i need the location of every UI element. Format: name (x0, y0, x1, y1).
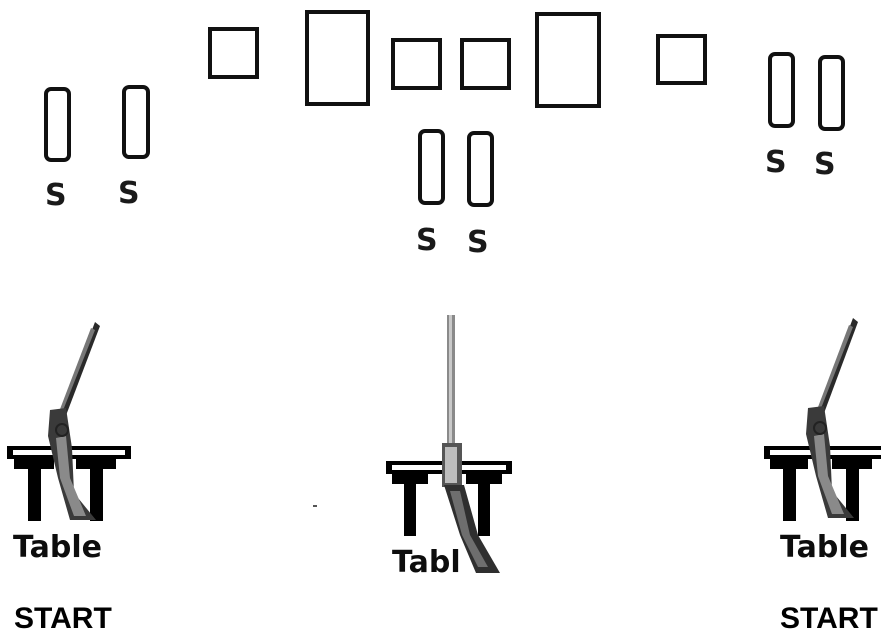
paper-target-small-1 (208, 27, 259, 79)
paper-target-small-2 (391, 38, 442, 90)
steel-popper-left-2 (122, 85, 150, 159)
paper-target-small-3 (460, 38, 511, 90)
steel-popper-center-1 (418, 129, 445, 205)
stray-mark (313, 505, 317, 507)
steel-popper-right-2 (818, 55, 845, 131)
table-station-left (0, 318, 140, 528)
steel-label-right-1: S (765, 145, 787, 180)
steel-label-left-2: S (118, 176, 140, 211)
steel-label-center-2: S (467, 225, 489, 260)
paper-target-large-1 (305, 10, 370, 106)
steel-label-right-2: S (814, 147, 836, 182)
table-with-shotgun-center-icon (386, 315, 512, 573)
table-label-right: Table (780, 530, 869, 565)
paper-target-small-4 (656, 34, 707, 85)
start-label-left: START (14, 602, 112, 635)
table-station-center (380, 315, 520, 600)
steel-popper-left-1 (44, 87, 71, 162)
steel-label-center-1: S (416, 223, 438, 258)
steel-popper-center-2 (467, 131, 494, 207)
table-station-right (760, 316, 881, 526)
table-label-left: Table (13, 530, 102, 565)
paper-target-large-2 (535, 12, 601, 108)
steel-label-left-1: S (45, 178, 67, 213)
start-label-right: START (780, 602, 878, 635)
table-with-shotgun-right-icon (764, 318, 881, 521)
table-with-shotgun-left-icon (7, 322, 131, 521)
table-label-center: Tabl (392, 545, 461, 580)
steel-popper-right-1 (768, 52, 795, 128)
